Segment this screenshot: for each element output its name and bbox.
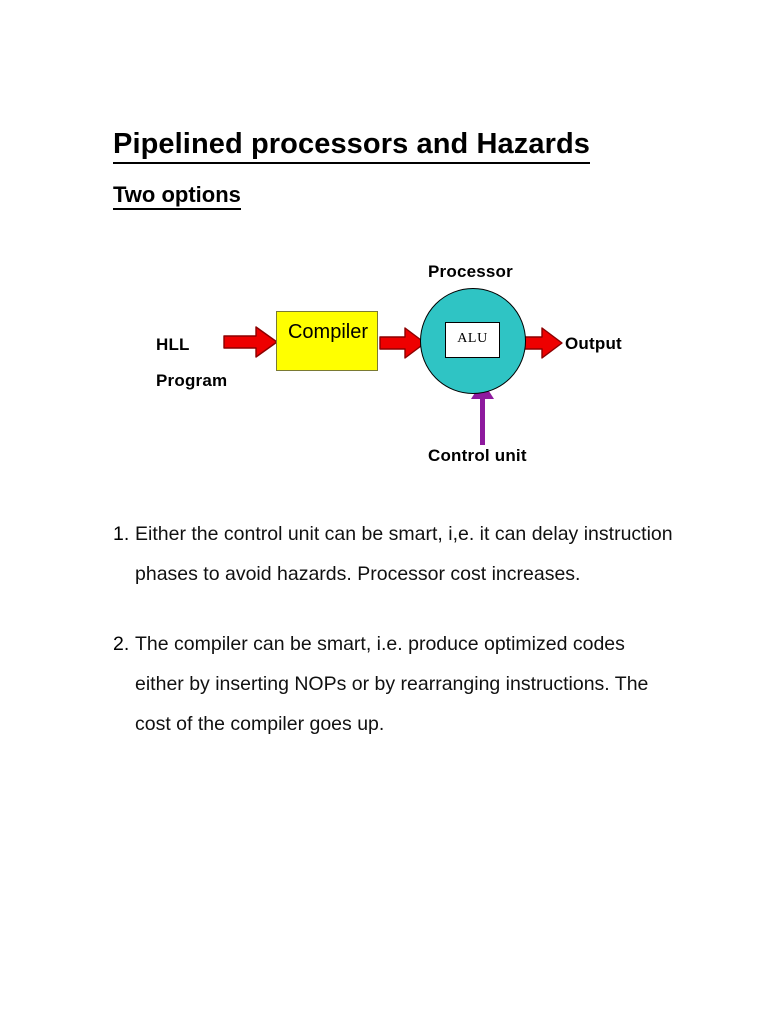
list-item-number: 2. [113,633,130,655]
diagram-label-control-unit: Control unit [428,446,527,465]
list-item: 1. Either the control unit can be smart,… [113,514,673,594]
list-item-text: The compiler can be smart, i.e. produce … [135,633,649,735]
processor-to-output-arrow [521,327,563,359]
list-item-number: 1. [113,523,130,545]
section-heading-two-options: Two options [113,182,241,211]
alu-box [445,322,500,358]
compiler-box [276,311,378,371]
list-item-text: Either the control unit can be smart, i,… [135,523,673,585]
diagram-label-output: Output [565,334,622,353]
compiler-to-processor-arrow [379,327,426,359]
diagram-label-processor: Processor [428,262,513,281]
list-item: 2. The compiler can be smart, i.e. produ… [113,624,673,744]
diagram-label-program: Program [156,371,228,390]
page-title: Pipelined processors and Hazards [113,128,591,165]
diagram-label-hll: HLL [156,335,190,354]
hll-to-compiler-arrow [223,326,278,358]
numbered-list: 1. Either the control unit can be smart,… [113,514,673,774]
